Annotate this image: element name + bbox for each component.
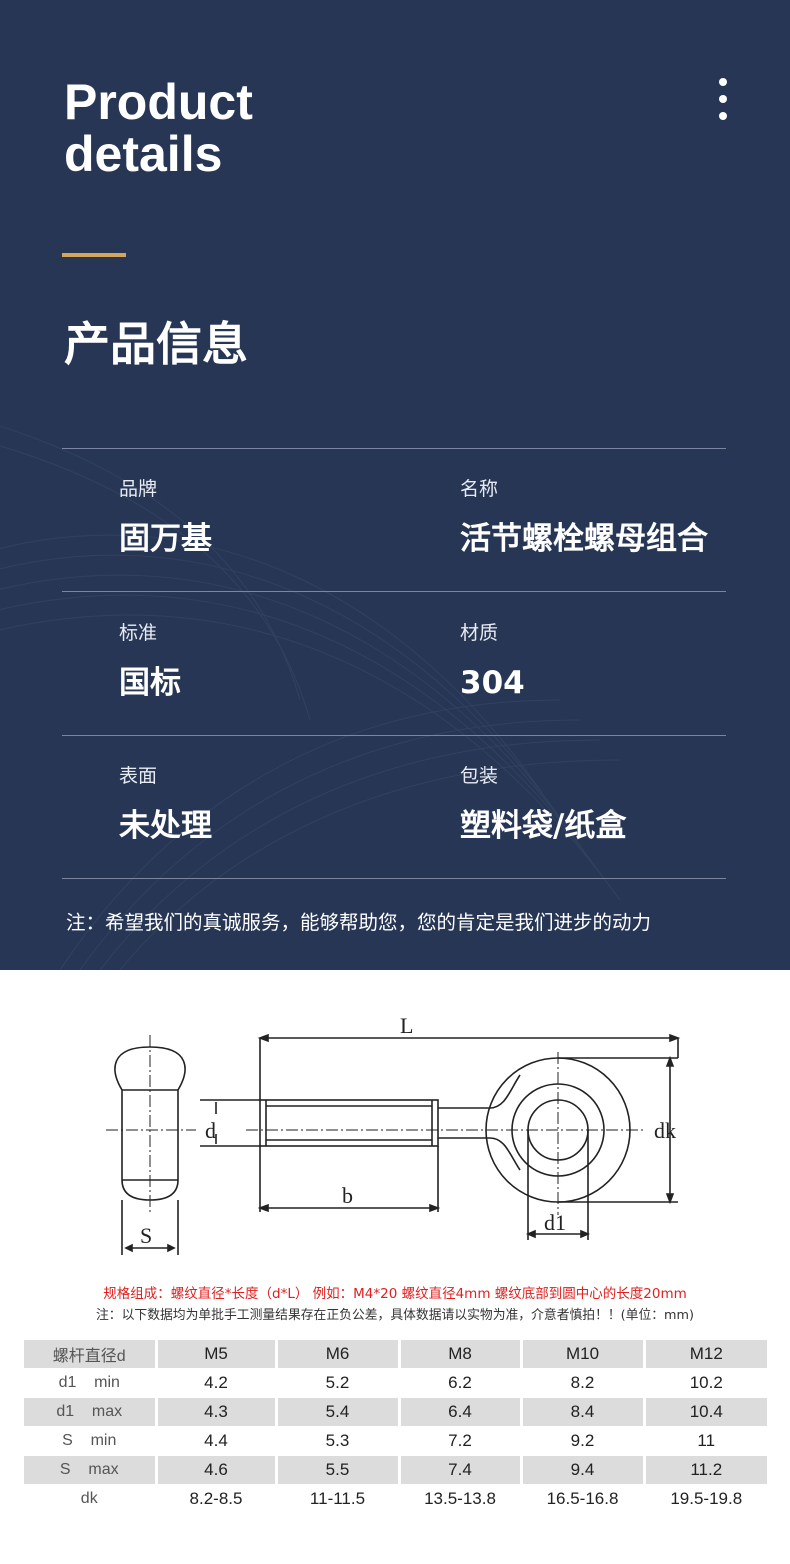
- label-d1: d1: [544, 1210, 566, 1235]
- title-line-1: Product: [64, 74, 253, 130]
- table-cell: 6.4: [399, 1397, 523, 1427]
- table-cell: 9.4: [521, 1455, 646, 1485]
- table-row: dk 8.2-8.5 11-11.5 13.5-13.8 16.5-16.8 1…: [24, 1484, 767, 1514]
- info-brand: 品牌 固万基: [119, 477, 212, 559]
- table-cell: 7.2: [399, 1426, 523, 1456]
- divider: [62, 591, 726, 592]
- info-value: 304: [460, 665, 525, 701]
- info-surface: 表面 未处理: [119, 764, 212, 846]
- info-label: 名称: [460, 478, 499, 500]
- label-S: S: [140, 1223, 152, 1248]
- label-dk: dk: [654, 1118, 676, 1143]
- divider: [62, 878, 726, 879]
- table-header-row: 螺杆直径d M5 M6 M8 M10 M12: [24, 1340, 767, 1369]
- table-cell: 11: [644, 1426, 767, 1456]
- table-header-cell: M10: [521, 1340, 646, 1369]
- info-standard: 标准 国标: [119, 621, 181, 703]
- table-cell: 16.5-16.8: [521, 1484, 646, 1514]
- table-cell: 10.2: [644, 1368, 767, 1398]
- page-title-chinese: 产品信息: [64, 317, 248, 371]
- table-cell: 7.4: [399, 1455, 523, 1485]
- table-cell: 8.2: [521, 1368, 646, 1398]
- table-cell: 9.2: [521, 1426, 646, 1456]
- table-cell: 4.3: [156, 1397, 278, 1427]
- spec-format-line: 规格组成：螺纹直径*长度（d*L） 例如：M4*20 螺纹直径4mm 螺纹底部到…: [103, 1286, 687, 1302]
- table-cell: 10.4: [644, 1397, 767, 1427]
- hero-section: Product details 产品信息 品牌 固万基 名称 活节螺栓螺母组合 …: [0, 0, 790, 970]
- table-cell: 4.2: [156, 1368, 278, 1398]
- table-cell: 19.5-19.8: [644, 1484, 767, 1514]
- info-value: 塑料袋/纸盒: [460, 808, 627, 844]
- table-header-cell: M6: [276, 1340, 401, 1369]
- table-row: S max 4.6 5.5 7.4 9.4 11.2: [24, 1455, 767, 1485]
- info-label: 标准: [119, 622, 158, 644]
- table-cell: 4.4: [156, 1426, 278, 1456]
- table-cell: d1 min: [24, 1368, 158, 1398]
- info-name: 名称 活节螺栓螺母组合: [460, 477, 708, 559]
- table-cell: 5.4: [276, 1397, 401, 1427]
- table-cell: 5.2: [276, 1368, 401, 1398]
- table-header-cell: M5: [156, 1340, 278, 1369]
- title-line-2: details: [64, 126, 223, 182]
- info-label: 材质: [460, 622, 499, 644]
- info-packaging: 包装 塑料袋/纸盒: [460, 764, 626, 846]
- table-cell: d1 max: [24, 1397, 158, 1427]
- table-cell: 6.2: [399, 1368, 523, 1398]
- table-header-cell: M8: [399, 1340, 523, 1369]
- table-row: d1 min 4.2 5.2 6.2 8.2 10.2: [24, 1368, 767, 1398]
- table-cell: dk: [24, 1484, 158, 1514]
- table-cell: 8.4: [521, 1397, 646, 1427]
- divider: [62, 448, 726, 449]
- table-header-cell: 螺杆直径d: [24, 1340, 158, 1369]
- table-cell: S min: [24, 1426, 158, 1456]
- label-d: d: [205, 1118, 216, 1143]
- table-cell: 11-11.5: [276, 1484, 401, 1514]
- background-swirl: [0, 425, 621, 970]
- service-note: 注：希望我们的真诚服务，能够帮助您，您的肯定是我们进步的动力: [66, 911, 652, 934]
- table-cell: 5.3: [276, 1426, 401, 1456]
- info-label: 包装: [460, 765, 499, 787]
- table-header-cell: M12: [644, 1340, 767, 1369]
- accent-divider: [62, 253, 126, 257]
- info-value: 国标: [119, 665, 181, 701]
- table-cell: 13.5-13.8: [399, 1484, 523, 1514]
- info-material: 材质 304: [460, 621, 525, 703]
- table-cell: 11.2: [644, 1455, 767, 1485]
- info-label: 表面: [119, 765, 158, 787]
- label-L: L: [400, 1013, 413, 1038]
- info-label: 品牌: [119, 478, 158, 500]
- info-value: 未处理: [119, 808, 212, 844]
- info-value: 固万基: [119, 521, 212, 557]
- more-vertical-icon[interactable]: [716, 78, 730, 124]
- measure-note: 注：以下数据均为单批手工测量结果存在正负公差，具体数据请以实物为准，介意者慎拍！…: [96, 1308, 694, 1323]
- info-value: 活节螺栓螺母组合: [460, 521, 708, 557]
- divider: [62, 735, 726, 736]
- table-cell: 8.2-8.5: [156, 1484, 278, 1514]
- eye-bolt-diagram: L d dk b d1 S: [106, 1013, 681, 1255]
- table-cell: 4.6: [156, 1455, 278, 1485]
- table-cell: S max: [24, 1455, 158, 1485]
- page-title-english: Product details: [64, 76, 253, 180]
- table-cell: 5.5: [276, 1455, 401, 1485]
- spec-table: 螺杆直径d M5 M6 M8 M10 M12 d1 min 4.2 5.2 6.…: [24, 1340, 767, 1514]
- label-b: b: [342, 1183, 353, 1208]
- table-row: d1 max 4.3 5.4 6.4 8.4 10.4: [24, 1397, 767, 1427]
- table-row: S min 4.4 5.3 7.2 9.2 11: [24, 1426, 767, 1456]
